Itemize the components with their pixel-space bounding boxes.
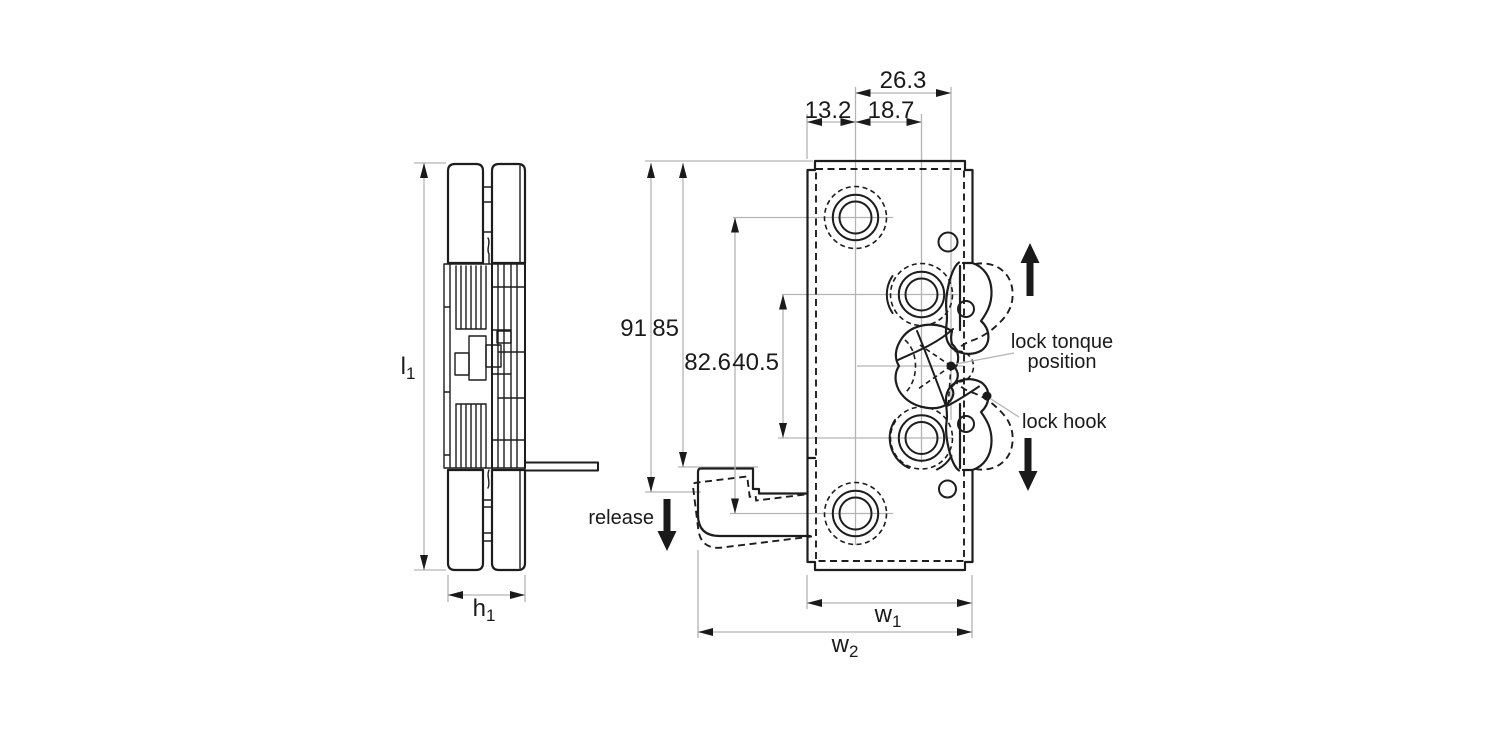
lock-tongue-label-line2: position — [1028, 351, 1097, 373]
front-view-dimensions: 26.3 13.2 18.7 91 85 82.6 40.5 w1 w2 — [620, 67, 972, 661]
front-view: lock tonque position lock hook release 2… — [588, 67, 1113, 661]
mounting-hole-bottom-left — [823, 481, 888, 546]
side-view-plates — [446, 162, 527, 572]
dim-40-5-label: 40.5 — [732, 349, 779, 376]
lock-tongue-label-line1: lock tonque — [1011, 331, 1113, 353]
dim-l1-label: l1 — [401, 353, 416, 383]
lock-hook-label: lock hook — [1022, 411, 1107, 433]
release-down-arrow — [657, 499, 677, 551]
dim-13-2-label: 13.2 — [805, 97, 852, 124]
annotations: lock tonque position lock hook release — [588, 331, 1113, 529]
pin-hole-bottom — [938, 479, 957, 499]
side-view: l1 h1 — [401, 162, 599, 625]
dim-91-label: 91 — [620, 315, 647, 342]
release-lever — [692, 467, 813, 549]
pin-hole-top — [937, 231, 959, 253]
up-arrow — [1020, 243, 1040, 296]
dim-18-7-label: 18.7 — [868, 97, 915, 124]
latch-plate-inner-dashed — [815, 168, 965, 562]
dim-26-3-label: 26.3 — [880, 67, 927, 94]
latch-plate-outline — [806, 159, 974, 572]
side-view-dimensions: l1 h1 — [401, 162, 526, 625]
lock-hook-dot — [982, 391, 992, 401]
leader-lines — [955, 352, 1020, 418]
mounting-hole-mid-right — [885, 262, 954, 327]
extension-lines — [645, 87, 973, 638]
latch-plate-edge-segments — [806, 261, 974, 472]
dim-85-label: 85 — [652, 315, 679, 342]
lock-hook-lower — [944, 378, 1014, 472]
dim-82-6-label: 82.6 — [684, 349, 731, 376]
release-label: release — [588, 507, 654, 529]
lock-tongue-position-dot — [946, 361, 956, 371]
side-view-slot-details — [482, 186, 493, 542]
mounting-hole-top-left — [823, 185, 888, 250]
release-rod — [524, 461, 599, 472]
lock-tongue-cam — [894, 323, 980, 410]
dim-w1-label: w1 — [874, 601, 902, 631]
dim-w2-label: w2 — [831, 631, 859, 661]
dim-h1-label: h1 — [473, 595, 496, 625]
down-arrow — [1018, 438, 1038, 491]
lock-hook-upper — [944, 261, 1014, 355]
side-view-mechanism — [443, 263, 526, 469]
